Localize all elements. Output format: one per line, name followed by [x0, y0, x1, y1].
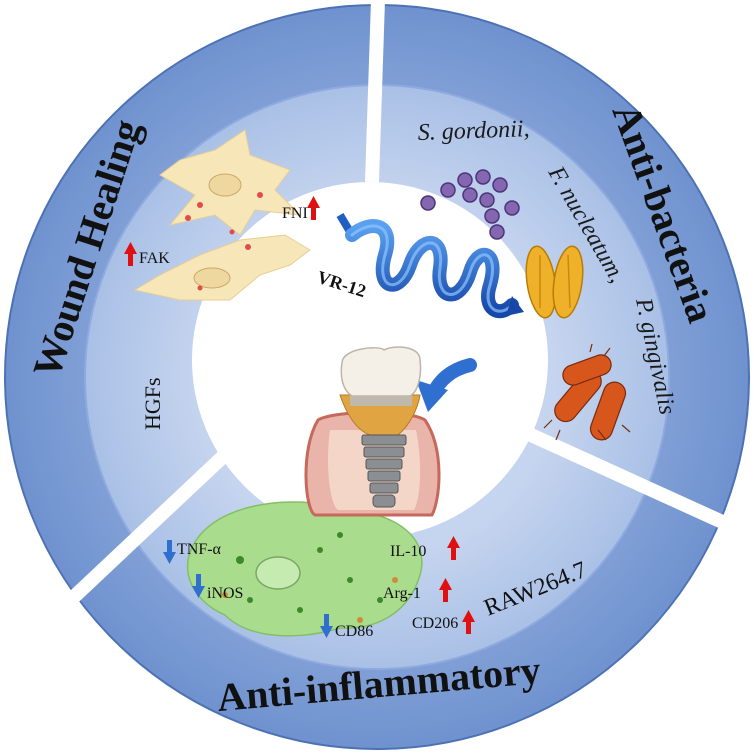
down-arrow-icon	[163, 540, 176, 564]
sector-dividers	[55, 0, 743, 616]
fni-label: FNI	[282, 205, 308, 222]
helix-icon	[336, 212, 524, 318]
up-arrow-icon	[307, 196, 320, 220]
fak-label: FAK	[139, 250, 170, 267]
up-arrow-icon	[447, 536, 460, 560]
cd206-label: CD206	[412, 615, 458, 632]
up-arrow-icon	[124, 242, 137, 266]
fni-marker: FNI	[282, 196, 320, 222]
up-arrow-icon	[439, 578, 452, 602]
cd86-label: CD86	[335, 623, 373, 640]
center-content: VR-12	[304, 212, 524, 517]
hgfs-label: HGFs	[140, 377, 165, 430]
tooth-implant-icon	[304, 346, 441, 517]
macrophage-icon	[186, 501, 423, 637]
inos-marker: iNOS	[192, 574, 243, 602]
rod-bacteria-icon	[525, 245, 584, 319]
fak-marker: FAK	[124, 242, 170, 267]
down-arrow-icon	[192, 574, 205, 598]
tnf-alpha-marker: TNF-α	[163, 540, 222, 564]
fibroblast-icon	[133, 129, 311, 301]
organism-s-gordonii: S. gordonii,	[417, 116, 530, 146]
il10-marker: IL-10	[390, 536, 460, 560]
arg1-marker: Arg-1	[383, 578, 452, 602]
cd206-marker: CD206	[412, 610, 475, 634]
cocci-icon	[420, 169, 520, 240]
il10-label: IL-10	[390, 543, 426, 560]
inos-label: iNOS	[207, 585, 243, 602]
rod-bacteria-icon	[543, 343, 631, 441]
cd86-marker: CD86	[320, 614, 373, 640]
up-arrow-icon	[462, 610, 475, 634]
tnf-alpha-label: TNF-α	[177, 541, 222, 558]
arg1-label: Arg-1	[383, 585, 421, 602]
curved-arrow-icon	[416, 358, 477, 412]
down-arrow-icon	[320, 614, 333, 638]
